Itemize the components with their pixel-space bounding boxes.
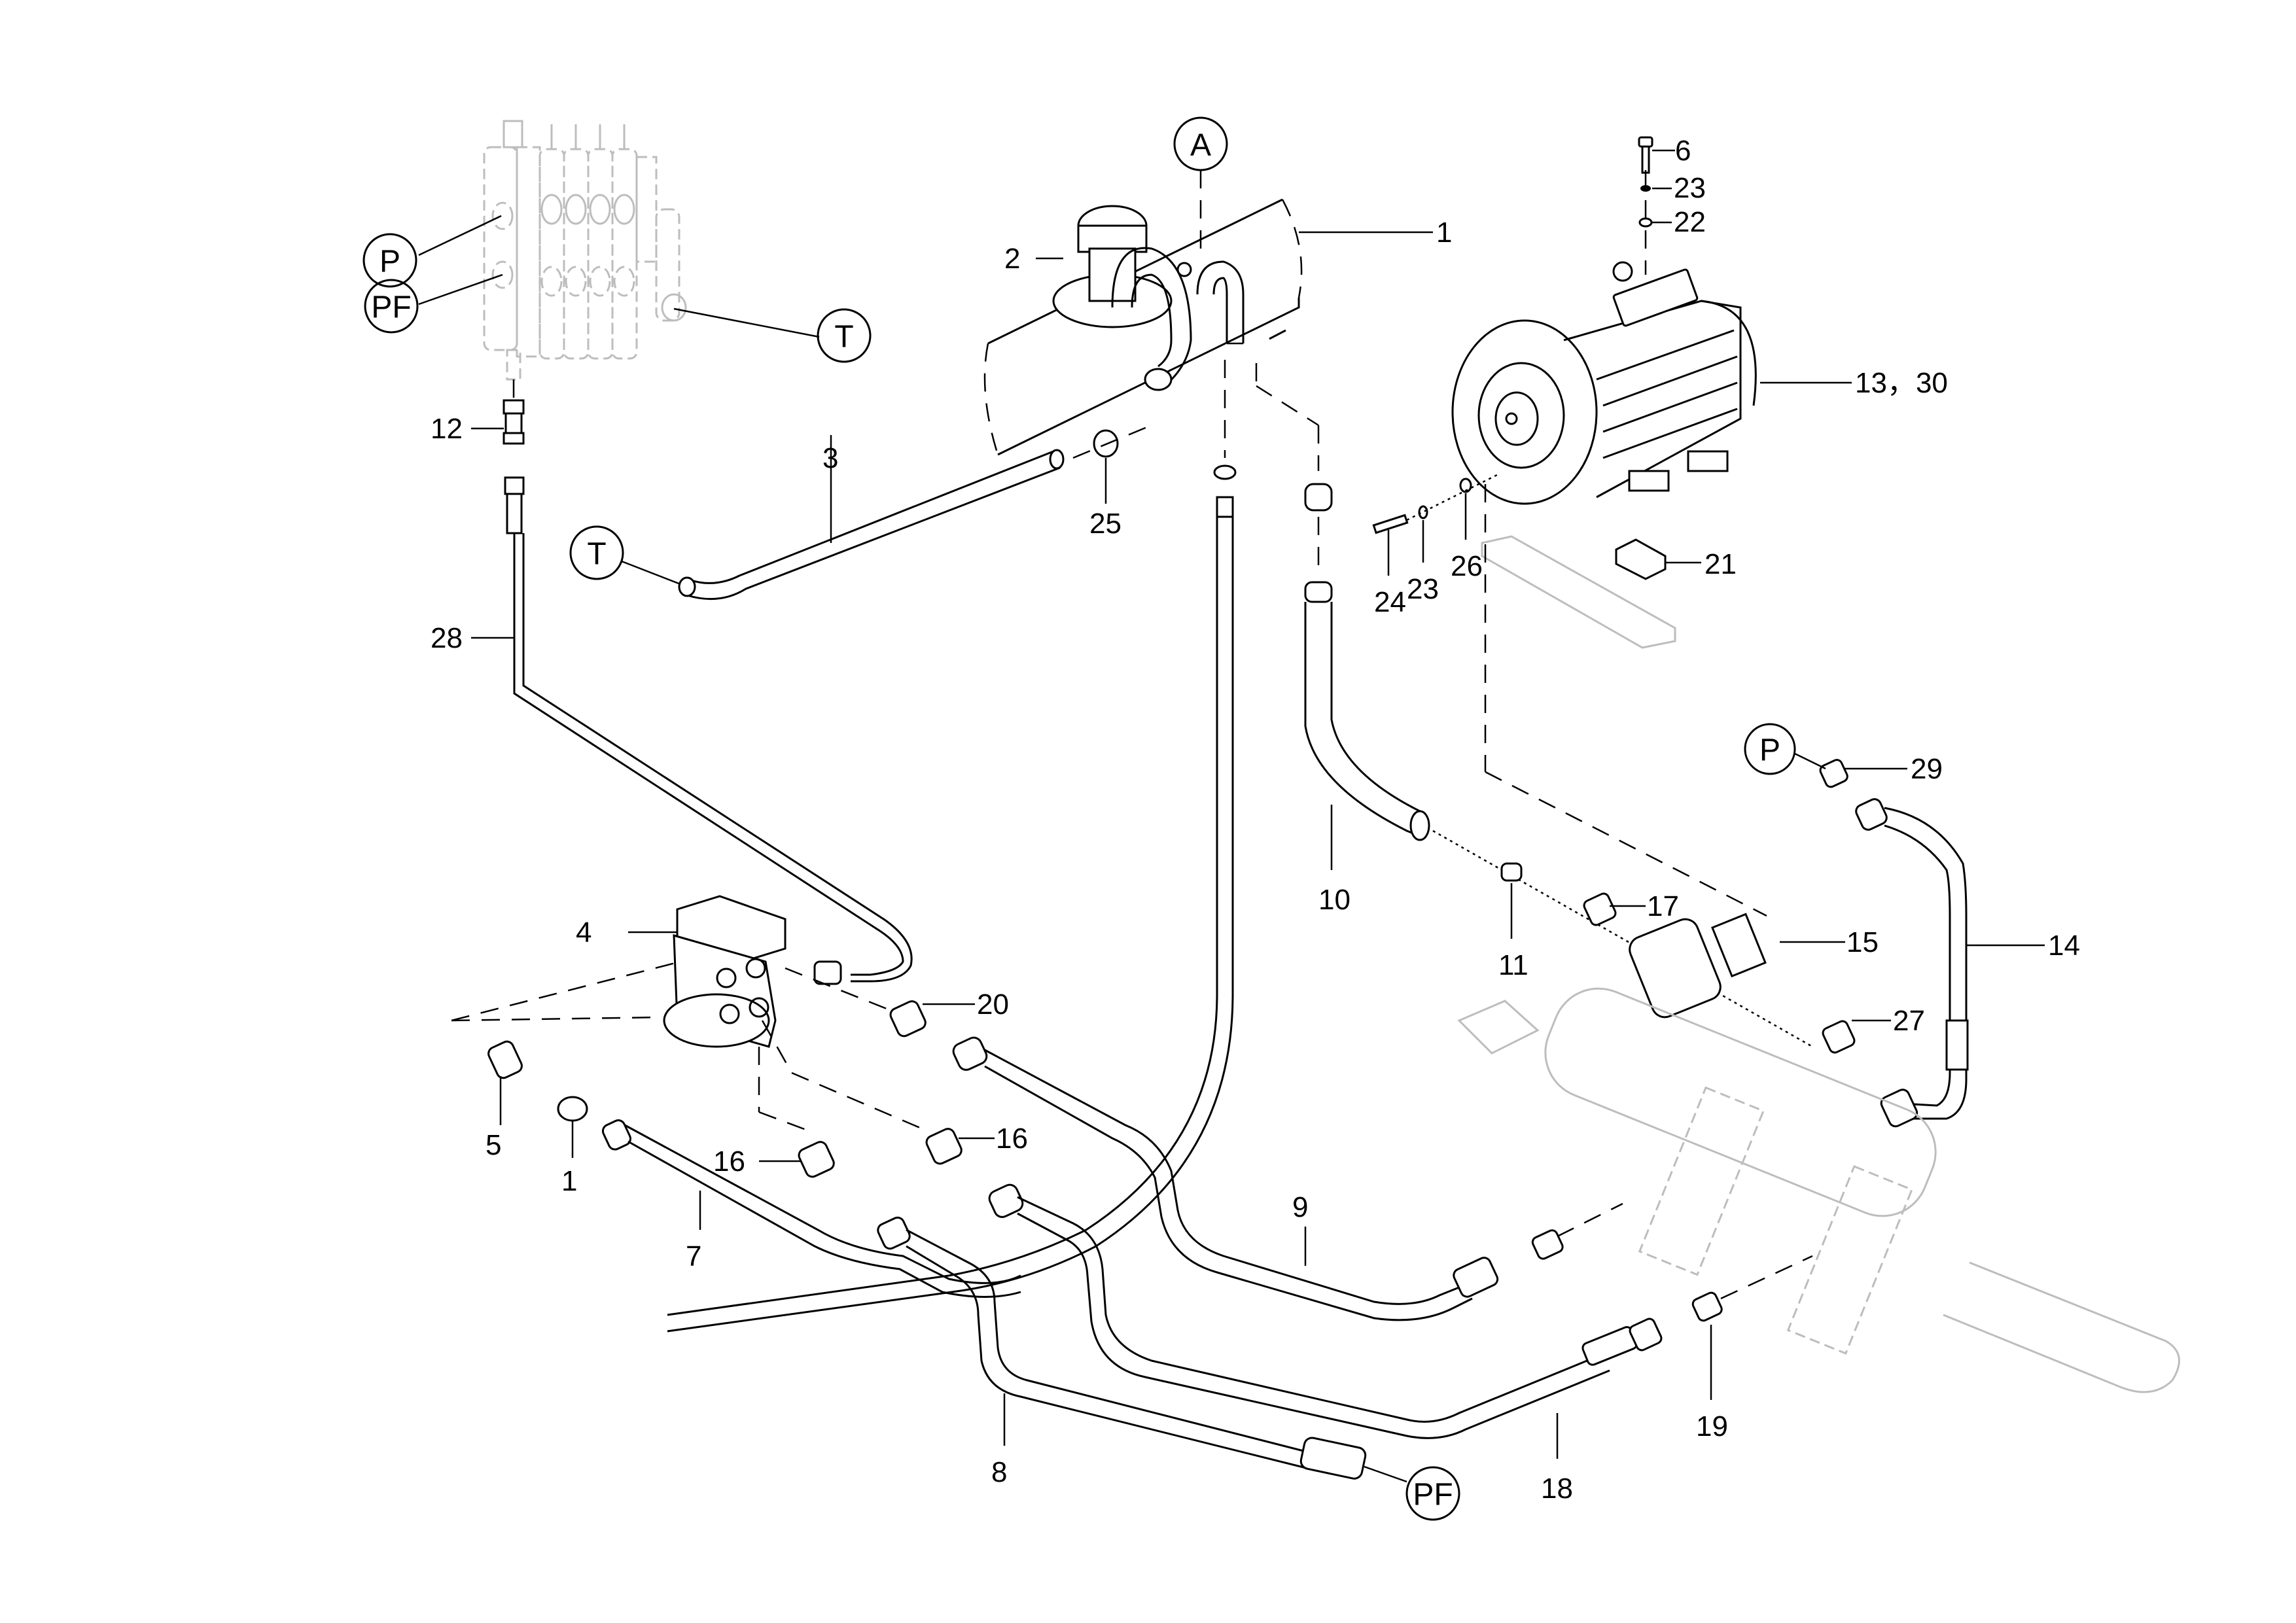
hydraulic-tank [983, 198, 1303, 456]
fitting-20: 20 [889, 988, 1009, 1038]
electric-motor [1451, 261, 1757, 505]
part-number: 13，30 [1855, 367, 1948, 399]
part-number: 21 [1704, 548, 1737, 580]
callout-28: 28 [431, 622, 463, 654]
part-number: 26 [1451, 550, 1483, 582]
port-label: T [834, 320, 853, 355]
port-label: PF [1413, 1478, 1453, 1512]
fitting-19: 19 [1691, 1255, 1813, 1442]
callout-port-A: A [1173, 116, 1228, 258]
steering-dashed-leaders [451, 960, 930, 1133]
hose-3 [678, 435, 1065, 601]
control-valve-block [483, 120, 687, 381]
fitting-16-right: 16 [925, 1123, 1028, 1165]
part-number: 4 [576, 916, 592, 949]
part-number: 17 [1647, 890, 1679, 922]
part-number: 23 [1407, 573, 1439, 605]
callout-12: 12 [431, 413, 463, 445]
callout-1-tank: 1 [1299, 217, 1452, 249]
hose-9: 9 [952, 1036, 1623, 1321]
part-number: 7 [686, 1240, 701, 1272]
part-number: 5 [486, 1129, 501, 1161]
part-number: 2 [1004, 243, 1020, 275]
part-number: 18 [1541, 1473, 1573, 1505]
part-number: 8 [991, 1456, 1007, 1488]
part-number: 29 [1911, 753, 1943, 785]
hose-18: 18 [988, 1183, 1663, 1505]
hose-8: 8 [877, 1216, 1367, 1488]
port-label: PF [371, 290, 411, 325]
part-number: 9 [1292, 1191, 1308, 1223]
fitting-27: 27 [1822, 1005, 1925, 1054]
port-label: P [380, 245, 400, 279]
callout-port-T-valve: T [673, 307, 872, 363]
callout-port-PF-valve: PF [364, 273, 503, 334]
motor-fasteners: 6 23 22 [1638, 135, 1706, 275]
callout-port-T-hose3: T [569, 525, 681, 585]
part-number: 19 [1696, 1410, 1728, 1442]
callout-port-P-hose29: P [1744, 723, 1826, 775]
pad-21: 21 [1481, 484, 1767, 917]
callout-port-P-valve: P [362, 215, 502, 288]
hose-14: 14 29 [1819, 753, 2080, 1128]
port-label: P [1759, 733, 1780, 768]
clamp-25: 25 [1072, 424, 1152, 540]
part-number: 6 [1675, 135, 1691, 167]
part-number: 24 [1374, 586, 1406, 618]
steering-cylinder [1457, 987, 2180, 1393]
side-bolts: 24 23 26 [1372, 473, 1499, 618]
part-number: 1 [561, 1165, 577, 1197]
port-label: T [587, 537, 606, 572]
part-number: 10 [1318, 884, 1351, 916]
part-number: 23 [1674, 172, 1706, 204]
port-label: A [1190, 128, 1211, 163]
part-number: 16 [713, 1145, 745, 1178]
callout-3: 3 [822, 442, 838, 474]
hose-28 [471, 476, 913, 983]
fitting-5: 5 [486, 1040, 523, 1161]
pump-15: 15 [1629, 913, 1879, 1019]
fitting-1: 1 [557, 1096, 588, 1197]
part-number: 16 [996, 1123, 1028, 1155]
callout-port-PF-hose8: PF [1364, 1465, 1460, 1521]
part-number: 20 [977, 988, 1009, 1021]
suction-hose-10: 10 [1255, 363, 1813, 1048]
hose-7: 7 [601, 1119, 1021, 1298]
part-number: 11 [1498, 949, 1528, 981]
part-number: 15 [1846, 926, 1879, 958]
steering-unit-4: 4 [576, 895, 842, 1048]
part-number: 22 [1674, 206, 1706, 238]
part-number: 1 [1436, 217, 1452, 249]
part-number: 14 [2048, 930, 2080, 962]
fitting-12 [471, 379, 525, 445]
pressure-line-A [667, 360, 1237, 1333]
callout-2: 2 [1004, 243, 1063, 275]
part-number: 3 [822, 442, 838, 474]
part-number: 27 [1893, 1005, 1925, 1037]
fitting-16-left: 16 [713, 1141, 835, 1178]
part-number: 25 [1089, 508, 1122, 540]
part-number: 28 [431, 622, 463, 654]
part-number: 12 [431, 413, 463, 445]
fitting-17: 17 [1583, 890, 1679, 926]
callout-13-30: 13，30 [1760, 367, 1948, 399]
clamp-11: 11 [1498, 862, 1528, 981]
